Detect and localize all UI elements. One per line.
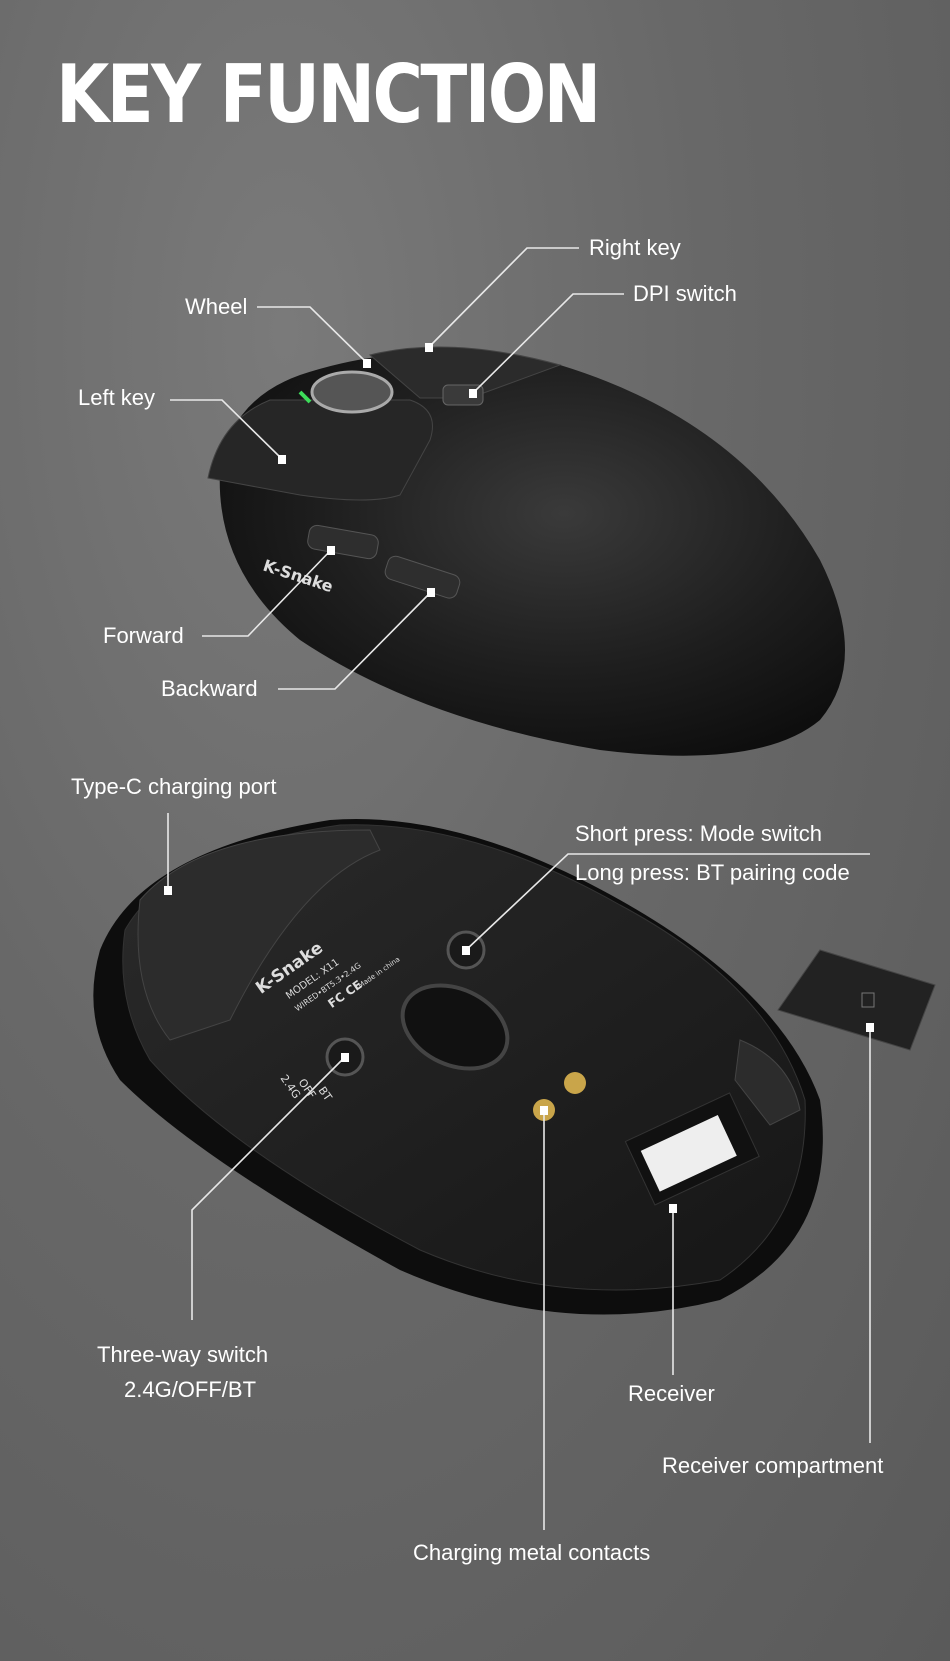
left-key <box>207 399 433 501</box>
label-type-c: Type-C charging port <box>71 774 277 799</box>
label-backward: Backward <box>161 676 258 701</box>
mouse-skate <box>137 829 381 1041</box>
label-charging-contacts: Charging metal contacts <box>413 1540 651 1565</box>
label-left-key: Left key <box>78 385 156 410</box>
label-forward: Forward <box>103 623 184 648</box>
label-long-press: Long press: BT pairing code <box>575 860 850 885</box>
label-receiver-compartment: Receiver compartment <box>662 1453 884 1478</box>
mouse-bottom-view: K-Snake MODEL: X11 WIRED•BT5.3•2.4G FC C… <box>93 819 823 1315</box>
wheel-led <box>298 390 312 404</box>
callout-lines <box>167 247 871 1530</box>
right-key <box>368 346 562 399</box>
label-right-key: Right key <box>589 235 681 260</box>
sensor <box>400 983 510 1071</box>
mouse-top-view: K-Snake <box>207 346 845 756</box>
charging-contact <box>564 1072 586 1094</box>
label-three-way-modes: 2.4G/OFF/BT <box>124 1377 257 1402</box>
callout-dots <box>164 343 874 1213</box>
page-title: KEY FUNCTION <box>56 48 601 141</box>
label-receiver: Receiver <box>628 1381 715 1406</box>
label-short-press: Short press: Mode switch <box>575 821 822 846</box>
label-dpi-switch: DPI switch <box>633 281 737 306</box>
scroll-wheel <box>310 370 394 414</box>
label-three-way-switch: Three-way switch <box>97 1342 269 1367</box>
usb-receiver <box>640 1114 737 1192</box>
forward-button <box>307 524 379 560</box>
label-wheel: Wheel <box>185 294 248 319</box>
receiver-compartment-cover <box>777 949 936 1051</box>
backward-button <box>384 555 461 599</box>
receiver-icon <box>861 992 875 1008</box>
